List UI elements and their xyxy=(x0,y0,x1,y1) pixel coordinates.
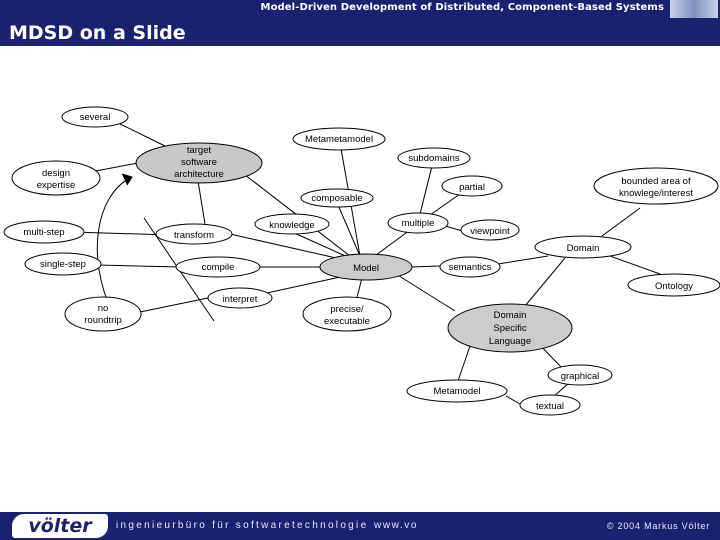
footer-url: www.vo xyxy=(374,520,419,531)
node-multi-step: multi-step xyxy=(3,220,85,244)
node-model: Model xyxy=(319,253,413,281)
node-partial-label: partial xyxy=(459,182,485,193)
node-bounded-line2: knowlege/interest xyxy=(619,188,693,199)
node-domain: Domain xyxy=(534,235,632,259)
node-graphical: graphical xyxy=(547,364,613,386)
node-bounded-line1: bounded area of xyxy=(621,176,691,187)
edge-domain-ontology xyxy=(609,255,661,275)
node-composable-label: composable xyxy=(311,193,362,204)
node-subdomains-label: subdomains xyxy=(408,153,459,164)
edge-interpret-noroundtrip xyxy=(139,297,209,313)
node-precise-line2: executable xyxy=(324,316,370,327)
edge-transform-multistep xyxy=(71,231,171,236)
slide-title: MDSD on a Slide xyxy=(9,22,186,44)
node-domain-specific-language: Domain Specific Language xyxy=(447,303,573,353)
edge-knowledge-model xyxy=(291,231,351,259)
node-noroundtrip-line2: roundtrip xyxy=(84,315,122,326)
edge-target-transform xyxy=(197,180,206,225)
series-title: Model-Driven Development of Distributed,… xyxy=(260,2,664,13)
node-target-software-architecture: target software architecture xyxy=(135,142,263,184)
node-multiple-label: multiple xyxy=(402,218,435,229)
node-dsl-line2: Specific xyxy=(493,323,527,334)
title-bar: MDSD on a Slide xyxy=(0,18,720,46)
node-viewpoint-label: viewpoint xyxy=(470,226,510,237)
node-multi-step-label: multi-step xyxy=(23,227,64,238)
node-textual: textual xyxy=(519,394,581,416)
node-ontology-label: Ontology xyxy=(655,281,693,292)
node-subdomains: subdomains xyxy=(397,147,471,169)
edge-metamodel-textual xyxy=(505,395,521,405)
connector-lines xyxy=(71,119,661,405)
node-several: several xyxy=(61,106,129,128)
node-design-line1: design xyxy=(42,168,70,179)
node-interpret: interpret xyxy=(207,287,273,309)
edge-several-target xyxy=(111,119,166,147)
footer-tagline: ingenieurbüro für softwaretechnologie xyxy=(116,520,369,531)
node-dsl-line1: Domain xyxy=(494,310,527,321)
curved-arrow xyxy=(96,177,131,313)
node-interpret-label: interpret xyxy=(223,294,258,305)
node-metamodel-label: Metamodel xyxy=(434,386,481,397)
node-viewpoint: viewpoint xyxy=(460,219,520,241)
node-bounded-area: bounded area of knowlege/interest xyxy=(593,167,719,205)
edge-model-semantics xyxy=(409,265,441,268)
company-logo: völter xyxy=(12,514,108,538)
node-metametamodel-label: Metametamodel xyxy=(305,134,373,145)
node-semantics: semantics xyxy=(439,256,501,278)
node-transform-label: transform xyxy=(174,230,214,241)
node-ontology: Ontology xyxy=(627,273,720,297)
edge-domain-bounded xyxy=(601,207,641,237)
node-dsl-line3: Language xyxy=(489,336,531,347)
node-partial: partial xyxy=(441,175,503,197)
node-knowledge: knowledge xyxy=(254,213,330,235)
node-design-line2: expertise xyxy=(37,180,76,191)
node-precise-executable: precise/ executable xyxy=(302,296,392,332)
edge-target-model xyxy=(239,170,351,257)
node-composable: composable xyxy=(300,188,374,208)
edge-domain-dsl xyxy=(524,257,566,307)
node-model-label: Model xyxy=(353,263,379,274)
node-target-line1: target xyxy=(187,145,212,156)
node-compile: compile xyxy=(175,256,261,278)
node-metametamodel: Metametamodel xyxy=(292,127,386,151)
node-multiple: multiple xyxy=(387,212,449,234)
node-semantics-label: semantics xyxy=(449,262,492,273)
node-transform: transform xyxy=(155,223,233,245)
edge-interpret-model xyxy=(261,275,346,295)
edge-model-dsl xyxy=(395,273,456,312)
mind-map-canvas: several Metametamodel subdomains target … xyxy=(3,106,720,416)
edge-composable-model xyxy=(337,204,361,257)
node-noroundtrip-line1: no xyxy=(98,303,109,314)
edge-multiple-model xyxy=(371,229,411,259)
node-single-step: single-step xyxy=(24,252,102,276)
curved-arrow-head xyxy=(121,173,133,186)
node-several-label: several xyxy=(80,112,111,123)
edge-domain-semantics xyxy=(497,255,549,265)
node-domain-label: Domain xyxy=(567,243,600,254)
top-header-bar: Model-Driven Development of Distributed,… xyxy=(0,0,720,18)
edge-dsl-metamodel xyxy=(457,345,471,382)
footer-copyright: © 2004 Markus Völter xyxy=(606,521,710,531)
node-knowledge-label: knowledge xyxy=(269,220,314,231)
mind-map-diagram: several Metametamodel subdomains target … xyxy=(0,46,720,510)
edge-multiple-subdomains xyxy=(419,165,433,215)
header-logo-image xyxy=(670,0,718,18)
node-no-roundtrip: no roundtrip xyxy=(64,296,142,332)
node-precise-line1: precise/ xyxy=(330,304,364,315)
node-target-line3: architecture xyxy=(174,169,224,180)
edge-compile-singlestep xyxy=(97,264,181,268)
edge-transform-model xyxy=(229,233,346,261)
node-single-step-label: single-step xyxy=(40,259,86,270)
node-textual-label: textual xyxy=(536,401,564,412)
footer-bar: völter ingenieurbüro für softwaretechnol… xyxy=(0,512,720,540)
node-compile-label: compile xyxy=(202,262,235,273)
node-target-line2: software xyxy=(181,157,217,168)
node-metamodel: Metamodel xyxy=(406,379,508,403)
node-design-expertise: design expertise xyxy=(11,160,101,196)
node-graphical-label: graphical xyxy=(561,371,600,382)
edge-multiple-partial xyxy=(429,193,461,216)
